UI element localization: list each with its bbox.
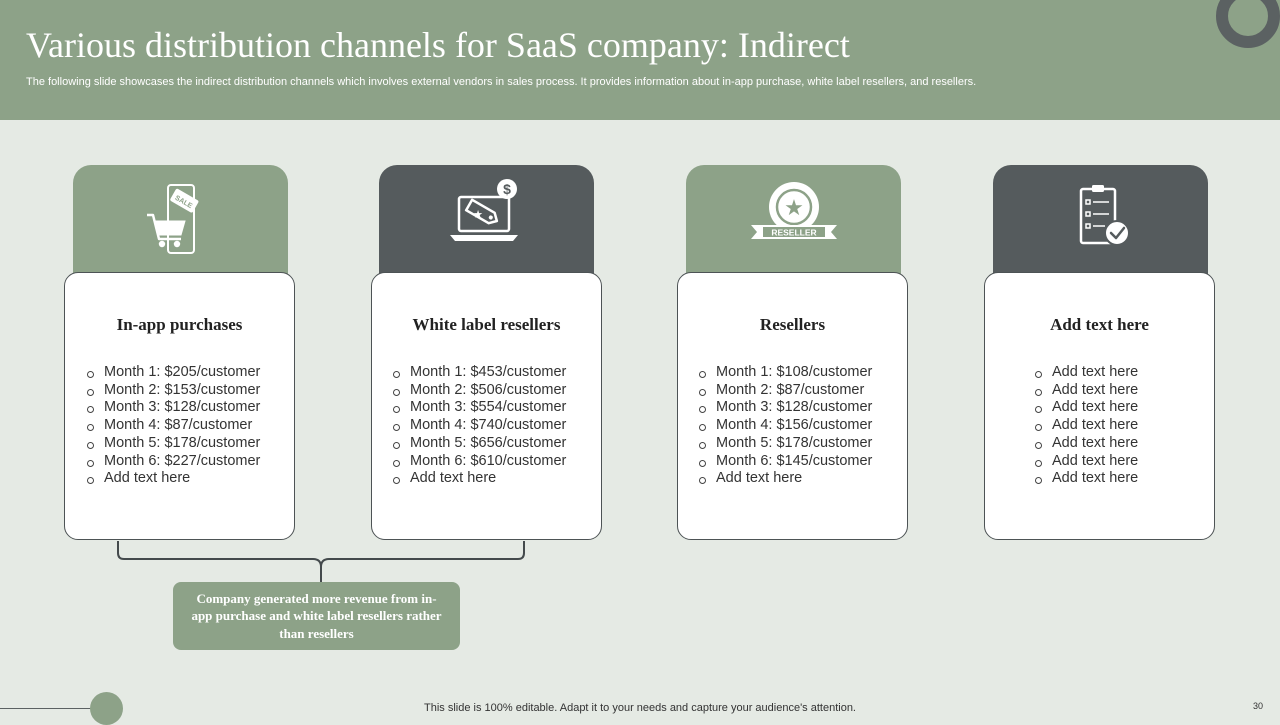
slide-subtitle: The following slide showcases the indire…: [26, 76, 977, 88]
card-add-text: Add text here Add text here Add text her…: [984, 272, 1215, 540]
slide-title: Various distribution channels for SaaS c…: [26, 25, 850, 65]
bullet-list: Month 1: $453/customer Month 2: $506/cus…: [393, 364, 566, 488]
card-resellers: Resellers Month 1: $108/customer Month 2…: [677, 272, 908, 540]
list-item: Add text here: [393, 470, 566, 488]
summary-callout: Company generated more revenue from in-a…: [173, 582, 460, 650]
list-item: Month 1: $108/customer: [699, 364, 872, 382]
list-item: Month 2: $506/customer: [393, 382, 566, 400]
list-item: Add text here: [1035, 382, 1138, 400]
list-item: Add text here: [699, 470, 872, 488]
bullet-list: Month 1: $205/customer Month 2: $153/cus…: [87, 364, 260, 488]
list-item: Month 2: $87/customer: [699, 382, 872, 400]
list-item: Month 1: $205/customer: [87, 364, 260, 382]
card-title: Resellers: [759, 315, 826, 334]
list-item: Month 1: $453/customer: [393, 364, 566, 382]
list-item: Month 3: $128/customer: [87, 399, 260, 417]
svg-text:★: ★: [473, 209, 483, 221]
svg-text:$: $: [503, 181, 511, 197]
card-tab-resellers: ★ RESELLER: [686, 165, 901, 280]
svg-text:★: ★: [784, 195, 804, 220]
reseller-badge-label: RESELLER: [771, 228, 816, 238]
list-item: Month 3: $128/customer: [699, 399, 872, 417]
list-item: Add text here: [1035, 417, 1138, 435]
list-item: Add text here: [1035, 364, 1138, 382]
list-item: Month 6: $227/customer: [87, 453, 260, 471]
summary-text: Company generated more revenue from in-a…: [191, 590, 442, 641]
list-item: Month 4: $740/customer: [393, 417, 566, 435]
laptop-price-tag-icon: ★ $: [449, 179, 518, 241]
list-item: Month 5: $178/customer: [699, 435, 872, 453]
list-item: Month 4: $87/customer: [87, 417, 260, 435]
list-item: Month 4: $156/customer: [699, 417, 872, 435]
footer-text: This slide is 100% editable. Adapt it to…: [424, 702, 856, 714]
reseller-badge-icon: ★ RESELLER: [750, 182, 837, 239]
footer-line: [0, 708, 92, 709]
card-title: In-app purchases: [116, 315, 243, 334]
card-tab-in-app: SALE: [73, 165, 288, 280]
list-item: Add text here: [1035, 470, 1138, 488]
list-item: Month 5: $656/customer: [393, 435, 566, 453]
checklist-check-icon: [1079, 185, 1130, 246]
list-item: Month 2: $153/customer: [87, 382, 260, 400]
slide-header: Various distribution channels for SaaS c…: [0, 0, 1280, 120]
grouping-brace: [117, 541, 525, 582]
list-item: Month 5: $178/customer: [87, 435, 260, 453]
card-tab-add-text: [993, 165, 1208, 280]
card-in-app-purchases: In-app purchases Month 1: $205/customer …: [64, 272, 295, 540]
bullet-list: Add text here Add text here Add text her…: [1035, 364, 1138, 488]
list-item: Add text here: [1035, 399, 1138, 417]
card-title: Add text here: [1050, 315, 1149, 334]
list-item: Add text here: [87, 470, 260, 488]
bullet-list: Month 1: $108/customer Month 2: $87/cust…: [699, 364, 872, 488]
card-title: White label resellers: [412, 315, 561, 334]
list-item: Month 3: $554/customer: [393, 399, 566, 417]
card-tab-white-label: ★ $: [379, 165, 594, 280]
card-white-label-resellers: White label resellers Month 1: $453/cust…: [371, 272, 602, 540]
list-item: Month 6: $610/customer: [393, 453, 566, 471]
list-item: Month 6: $145/customer: [699, 453, 872, 471]
mobile-cart-sale-icon: SALE: [146, 184, 198, 254]
list-item: Add text here: [1035, 435, 1138, 453]
page-number: 30: [1253, 701, 1264, 711]
list-item: Add text here: [1035, 453, 1138, 471]
